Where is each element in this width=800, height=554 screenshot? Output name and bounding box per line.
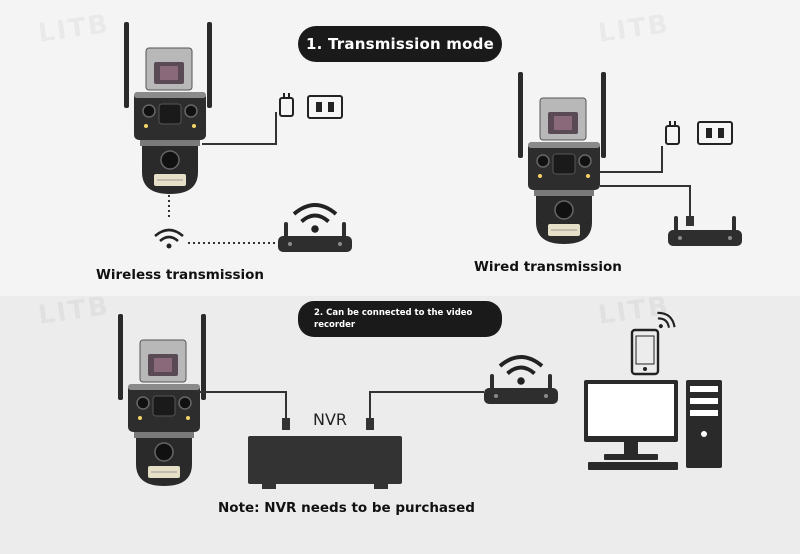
nvr-label: NVR bbox=[313, 410, 347, 429]
wifi-icon bbox=[498, 355, 544, 387]
nvr-purchase-note: Note: NVR needs to be purchased bbox=[218, 500, 475, 516]
wired-transmission-label: Wired transmission bbox=[474, 259, 622, 275]
wireless-camera-icon bbox=[123, 21, 213, 195]
transmission-mode-title: 1. Transmission mode bbox=[298, 26, 502, 62]
ethernet-plug-icon bbox=[366, 418, 374, 430]
wifi-icon bbox=[153, 228, 185, 250]
network-cable bbox=[369, 391, 484, 418]
power-adapter-icon bbox=[665, 120, 680, 145]
nvr-camera-icon bbox=[117, 313, 207, 487]
wired-camera-icon bbox=[517, 71, 607, 245]
wifi-icon bbox=[292, 203, 338, 235]
video-recorder-title: 2. Can be connected to the video recorde… bbox=[298, 301, 502, 337]
network-cable bbox=[198, 391, 287, 418]
computer-icon bbox=[584, 380, 722, 470]
power-cable bbox=[600, 146, 663, 173]
ethernet-plug-icon bbox=[282, 418, 290, 430]
nvr-recorder-icon bbox=[248, 436, 402, 489]
network-cable bbox=[600, 185, 691, 216]
wall-socket-icon bbox=[307, 95, 343, 119]
wall-socket-icon bbox=[697, 121, 733, 145]
wireless-transmission-label: Wireless transmission bbox=[96, 267, 265, 283]
smartphone-icon bbox=[630, 328, 660, 376]
router-icon bbox=[668, 216, 742, 246]
ethernet-plug-icon bbox=[686, 216, 694, 226]
power-adapter-icon bbox=[279, 92, 294, 117]
power-cable bbox=[202, 112, 277, 145]
